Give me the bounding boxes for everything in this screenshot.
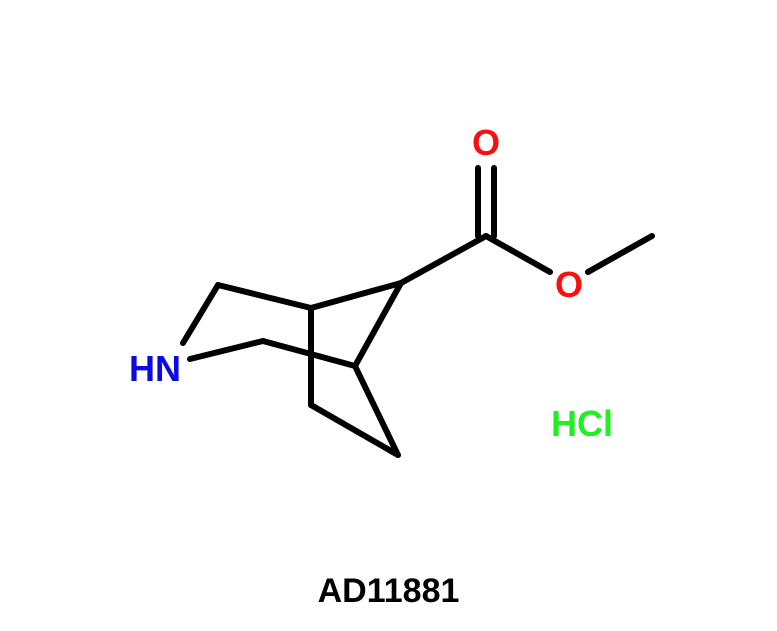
bond-c7-c6	[308, 402, 401, 458]
bond-n-c4	[187, 338, 266, 362]
bond-ester-oxygen-methyl	[585, 233, 655, 275]
bond-c8-c5	[352, 280, 404, 369]
hcl-label: HCl	[551, 403, 613, 444]
bond-c6-c5	[352, 363, 401, 458]
bond-n-c2	[180, 282, 221, 346]
bond-c1-c8	[308, 280, 404, 311]
bond-c8-carbonyl-carbon	[398, 233, 489, 286]
nitrogen-label: HN	[129, 348, 181, 389]
bond-c2-c1	[215, 282, 314, 311]
compound-id: AD11881	[317, 572, 460, 610]
bonds	[180, 165, 655, 458]
ester-oxygen-label: O	[555, 264, 583, 305]
carbonyl-oxygen-label: O	[472, 122, 500, 163]
bond-carbonyl-carbon-ester-oxygen	[483, 233, 553, 275]
